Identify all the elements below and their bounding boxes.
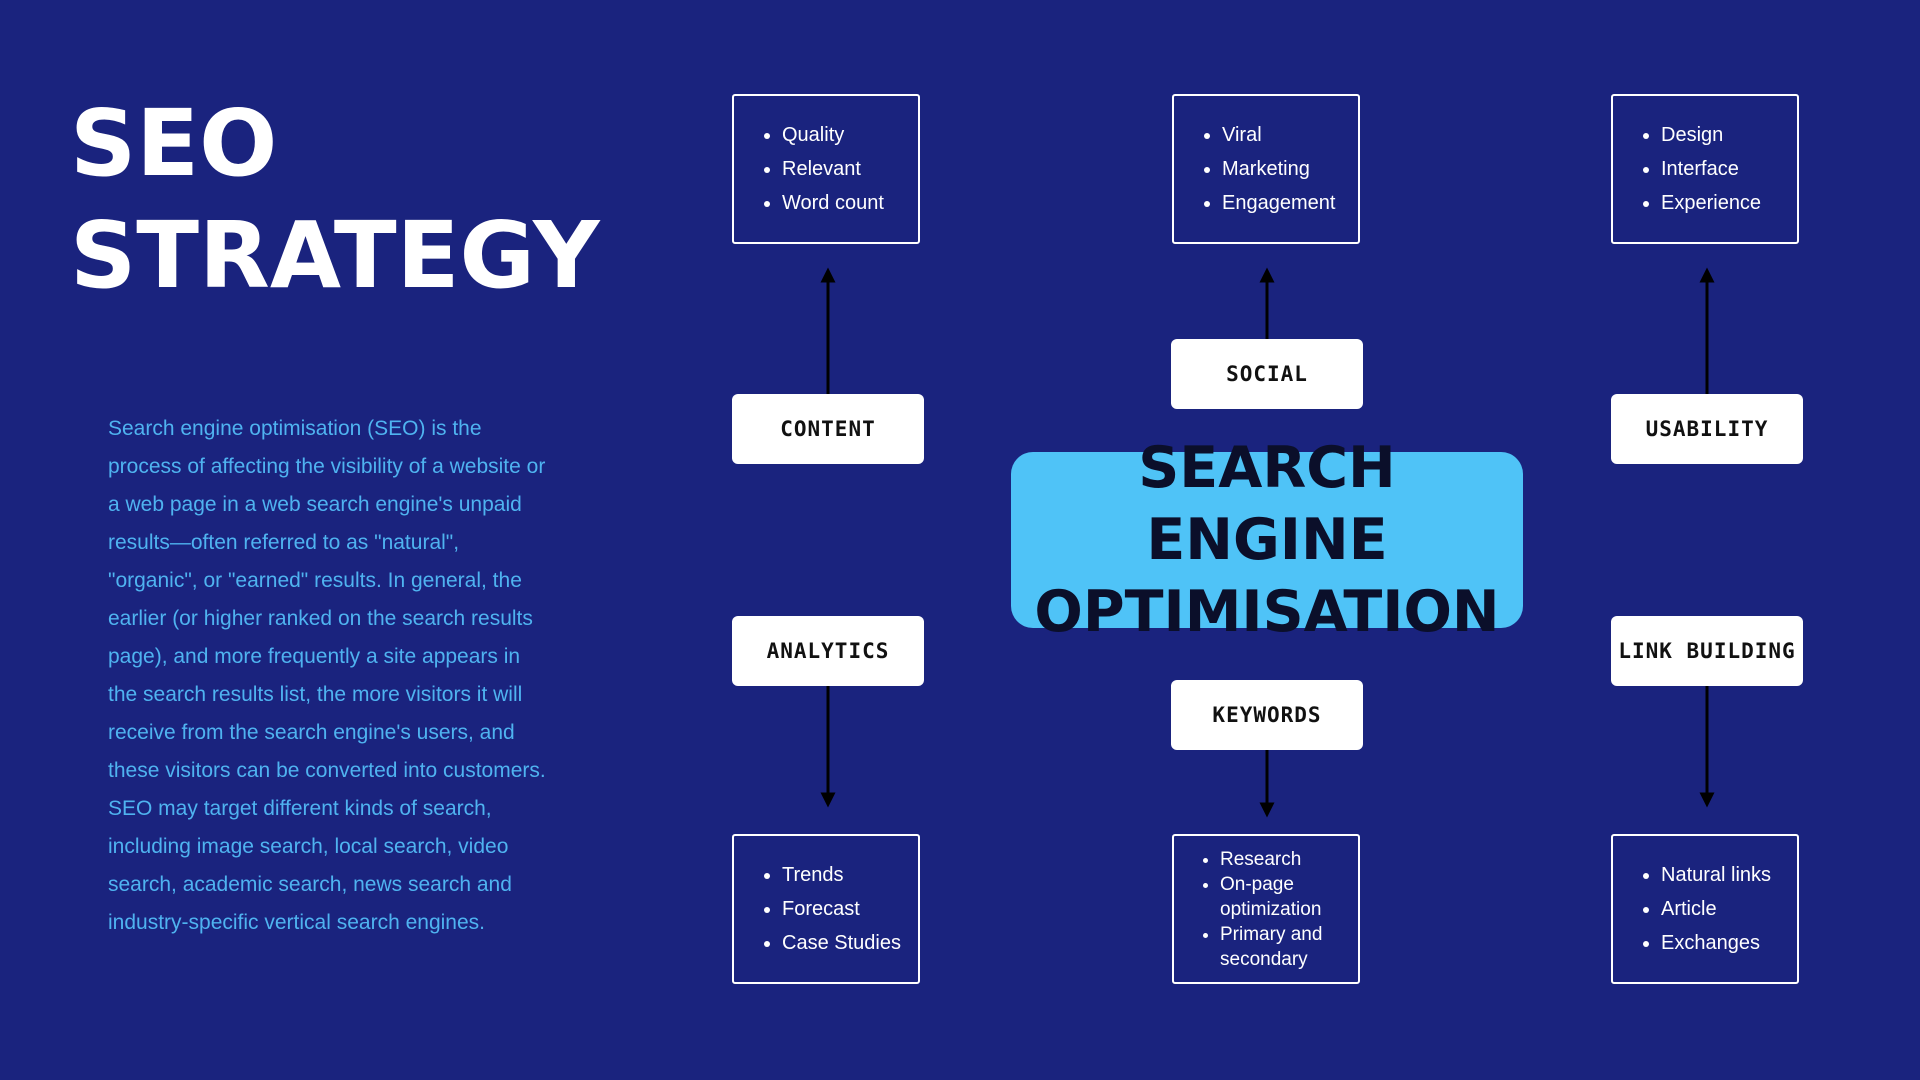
content-items-list: Quality Relevant Word count <box>734 118 884 220</box>
keywords-label: KEYWORDS <box>1171 680 1363 750</box>
analytics-items-list: Trends Forecast Case Studies <box>734 858 901 960</box>
list-item: Experience <box>1661 186 1761 220</box>
analytics-items-box: Trends Forecast Case Studies <box>732 834 920 984</box>
title-line-2: STRATEGY <box>70 202 600 309</box>
list-item: Design <box>1661 118 1761 152</box>
list-item: Relevant <box>782 152 884 186</box>
title-line-1: SEO <box>70 90 278 197</box>
list-item: Trends <box>782 858 901 892</box>
usability-label: USABILITY <box>1611 394 1803 464</box>
hub-line-1: SEARCH ENGINE <box>1138 435 1396 573</box>
analytics-label: ANALYTICS <box>732 616 924 686</box>
keywords-items-box: Research On-page optimization Primary an… <box>1172 834 1360 984</box>
list-item: Primary and secondary <box>1220 922 1358 972</box>
link-building-items-box: Natural links Article Exchanges <box>1611 834 1799 984</box>
seo-description: Search engine optimisation (SEO) is the … <box>108 417 546 934</box>
list-item: Interface <box>1661 152 1761 186</box>
list-item: Case Studies <box>782 926 901 960</box>
usability-items-list: Design Interface Experience <box>1613 118 1761 220</box>
content-items-box: Quality Relevant Word count <box>732 94 920 244</box>
list-item: Natural links <box>1661 858 1771 892</box>
list-item: Research <box>1220 847 1358 872</box>
content-label: CONTENT <box>732 394 924 464</box>
list-item: Quality <box>782 118 884 152</box>
list-item: Forecast <box>782 892 901 926</box>
social-label: SOCIAL <box>1171 339 1363 409</box>
page-title: SEO STRATEGY <box>70 88 600 312</box>
social-items-box: Viral Marketing Engagement <box>1172 94 1360 244</box>
keywords-items-list: Research On-page optimization Primary an… <box>1174 847 1358 972</box>
list-item: Exchanges <box>1661 926 1771 960</box>
list-item: Word count <box>782 186 884 220</box>
list-item: Viral <box>1222 118 1335 152</box>
link-building-items-list: Natural links Article Exchanges <box>1613 858 1771 960</box>
link-building-label: LINK BUILDING <box>1611 616 1803 686</box>
list-item: Marketing <box>1222 152 1335 186</box>
social-items-list: Viral Marketing Engagement <box>1174 118 1335 220</box>
list-item: Engagement <box>1222 186 1335 220</box>
usability-items-box: Design Interface Experience <box>1611 94 1799 244</box>
hub-line-2: OPTIMISATION <box>1034 579 1500 645</box>
central-hub: SEARCH ENGINE OPTIMISATION <box>1011 435 1523 645</box>
list-item: Article <box>1661 892 1771 926</box>
list-item: On-page optimization <box>1220 872 1358 922</box>
